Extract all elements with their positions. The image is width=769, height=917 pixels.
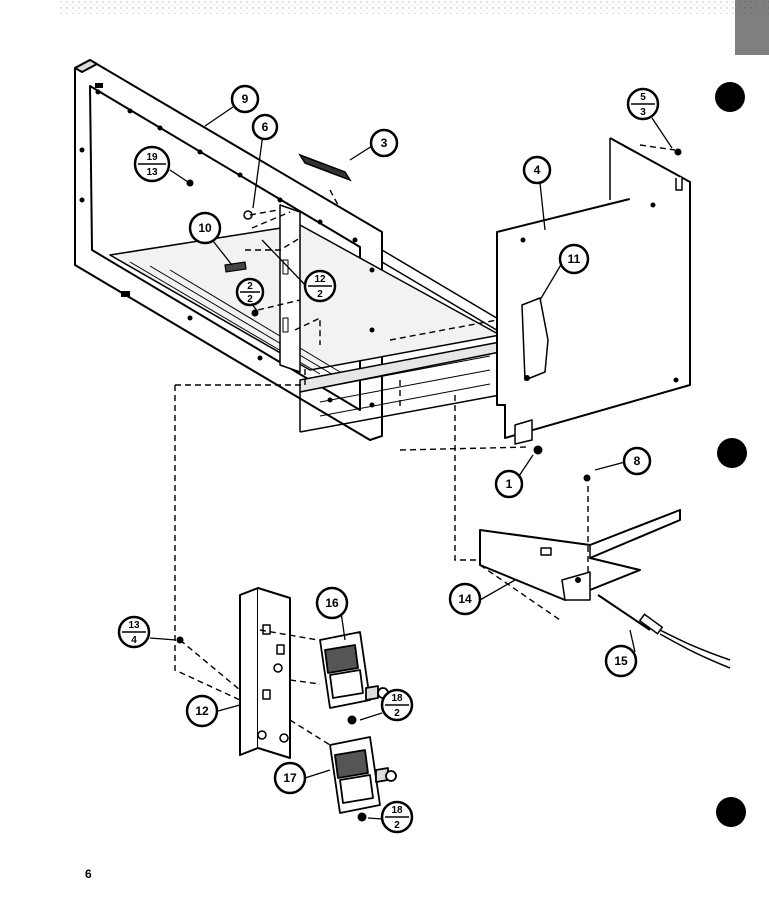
svg-text:2: 2 bbox=[247, 294, 253, 305]
callouts: 9 6 3 4 10 11 1 8 bbox=[185, 84, 652, 795]
callout-4: 4 bbox=[522, 155, 552, 185]
small-parts bbox=[176, 148, 682, 822]
scan-noise-corner bbox=[735, 0, 769, 55]
svg-text:8: 8 bbox=[634, 454, 641, 468]
fraction-2-2: 2 2 bbox=[235, 277, 265, 307]
scan-noise-top bbox=[60, 0, 769, 14]
fraction-19-13: 19 13 bbox=[133, 145, 171, 183]
sensor-bracket bbox=[479, 509, 681, 601]
side-panel bbox=[496, 137, 691, 445]
svg-text:10: 10 bbox=[198, 221, 212, 235]
leader-lines bbox=[149, 106, 673, 820]
fraction-12-2: 12 2 bbox=[303, 269, 337, 303]
fraction-5-3: 5 3 bbox=[626, 87, 660, 121]
cabinet-frame bbox=[74, 59, 501, 441]
fraction-callouts: 19 13 12 2 2 2 5 3 13 4 bbox=[117, 87, 660, 834]
svg-text:12: 12 bbox=[195, 704, 209, 718]
svg-text:2: 2 bbox=[317, 289, 323, 300]
svg-text:15: 15 bbox=[614, 654, 628, 668]
svg-text:2: 2 bbox=[394, 708, 400, 719]
svg-text:13: 13 bbox=[146, 167, 158, 178]
binder-hole-bottom bbox=[716, 797, 746, 827]
svg-text:6: 6 bbox=[262, 120, 269, 134]
binder-hole-middle bbox=[717, 438, 747, 468]
svg-text:18: 18 bbox=[391, 693, 403, 704]
svg-text:18: 18 bbox=[391, 805, 403, 816]
svg-text:2: 2 bbox=[394, 820, 400, 831]
svg-text:2: 2 bbox=[247, 281, 253, 292]
svg-text:5: 5 bbox=[640, 92, 646, 103]
svg-text:3: 3 bbox=[640, 107, 646, 118]
svg-text:4: 4 bbox=[131, 635, 137, 646]
dashed-assembly-lines bbox=[174, 144, 676, 746]
fraction-18-2-upper: 18 2 bbox=[380, 688, 414, 722]
fraction-13-4: 13 4 bbox=[117, 615, 151, 649]
svg-text:9: 9 bbox=[242, 92, 249, 106]
svg-text:13: 13 bbox=[128, 620, 140, 631]
callout-3: 3 bbox=[369, 128, 399, 158]
svg-text:14: 14 bbox=[458, 592, 472, 606]
svg-text:4: 4 bbox=[534, 163, 541, 177]
sensor-wire bbox=[597, 594, 731, 669]
svg-text:12: 12 bbox=[314, 274, 326, 285]
switch-module-upper bbox=[319, 631, 389, 709]
callout-8: 8 bbox=[622, 446, 652, 476]
callout-11: 11 bbox=[558, 243, 590, 275]
binder-hole-top bbox=[715, 82, 745, 112]
fraction-18-2-lower: 18 2 bbox=[380, 800, 414, 834]
callout-9: 9 bbox=[230, 84, 260, 114]
callout-10: 10 bbox=[188, 211, 222, 245]
callout-15: 15 bbox=[604, 644, 638, 678]
svg-text:3: 3 bbox=[381, 136, 388, 150]
control-bracket bbox=[239, 587, 291, 759]
callout-6: 6 bbox=[251, 113, 279, 141]
callout-12: 12 bbox=[185, 694, 219, 728]
svg-text:1: 1 bbox=[506, 477, 513, 491]
svg-text:11: 11 bbox=[568, 252, 581, 266]
callout-1: 1 bbox=[494, 469, 524, 499]
svg-text:16: 16 bbox=[325, 596, 339, 610]
page-number: 6 bbox=[85, 867, 92, 881]
frame-holes bbox=[79, 83, 375, 408]
svg-text:19: 19 bbox=[146, 152, 158, 163]
switch-module-lower bbox=[329, 736, 397, 814]
callout-16: 16 bbox=[315, 586, 349, 620]
callout-17: 17 bbox=[273, 761, 307, 795]
svg-text:17: 17 bbox=[283, 771, 297, 785]
callout-14: 14 bbox=[448, 582, 482, 616]
